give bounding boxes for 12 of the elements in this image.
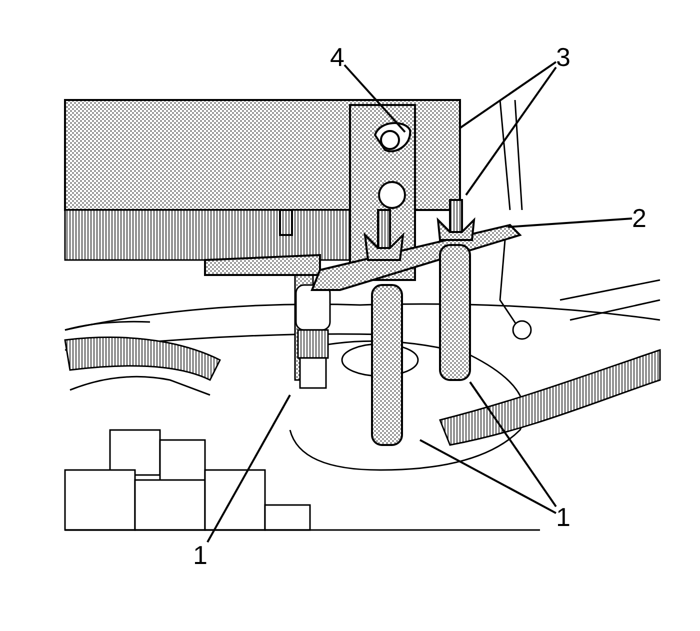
callout-number: 1 bbox=[193, 542, 208, 568]
leader-line bbox=[206, 394, 291, 543]
leader-line bbox=[465, 66, 557, 196]
leader-line bbox=[508, 218, 632, 228]
leader-line bbox=[459, 61, 557, 129]
callout-number: 4 bbox=[330, 44, 344, 70]
callout-number: 1 bbox=[556, 504, 570, 530]
callout-number: 3 bbox=[556, 44, 570, 70]
leader-line bbox=[344, 64, 406, 133]
callout-number: 2 bbox=[632, 205, 646, 231]
leader-line bbox=[420, 439, 556, 514]
leader-line bbox=[469, 381, 557, 508]
